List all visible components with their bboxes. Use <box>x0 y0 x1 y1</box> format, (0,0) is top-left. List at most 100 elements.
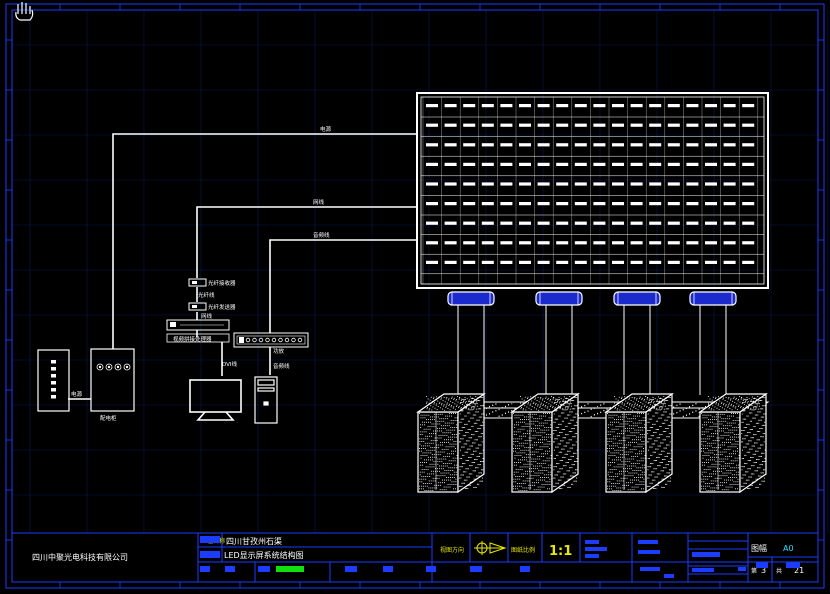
cabinet-breaker <box>51 381 56 385</box>
title-block-cell-fill <box>692 568 714 572</box>
led-cabinet <box>723 260 736 264</box>
led-cabinet <box>649 260 662 264</box>
led-cabinet <box>481 241 494 245</box>
concrete-pillar <box>698 392 768 494</box>
led-cabinet <box>444 221 457 225</box>
led-cabinet <box>612 123 624 127</box>
led-cabinet <box>537 241 550 245</box>
led-cabinet <box>612 241 624 245</box>
led-cabinet <box>630 143 643 147</box>
led-cabinet <box>723 182 736 186</box>
led-cabinet <box>556 241 569 245</box>
hand-cursor-icon[interactable] <box>15 2 34 21</box>
cabinet-breaker <box>51 367 56 371</box>
sheet-size-label: 图幅 <box>751 543 767 553</box>
fiber-line-label: 光纤线 <box>198 291 215 299</box>
led-cabinet <box>742 123 755 127</box>
led-cabinet <box>649 221 662 225</box>
led-cabinet <box>500 182 513 186</box>
led-cabinet <box>481 143 494 147</box>
video-processor-label: 视频拼接处理器 <box>173 335 212 343</box>
title-block-cell-fill <box>345 566 357 572</box>
led-cabinet <box>593 182 606 186</box>
led-cabinet <box>519 241 531 245</box>
led-cabinet <box>667 221 680 225</box>
led-cabinet <box>630 241 643 245</box>
led-cabinet <box>686 221 699 225</box>
cabinet-meter <box>123 363 131 371</box>
title-block-cell-fill <box>585 554 599 558</box>
led-cabinet <box>574 123 587 127</box>
led-cabinet <box>667 162 680 166</box>
title-block-cell-fill <box>756 562 768 568</box>
led-cabinet <box>537 202 550 206</box>
audio-line-label: 音频线 <box>313 231 330 239</box>
signal-wires <box>68 133 417 400</box>
led-cabinet <box>593 104 606 108</box>
speaker-box <box>447 291 495 306</box>
led-cabinet <box>593 221 606 225</box>
led-cabinet <box>481 123 494 127</box>
led-cabinet <box>444 260 457 264</box>
led-cabinet <box>686 182 699 186</box>
led-cabinet <box>574 162 587 166</box>
led-cabinet <box>686 202 699 206</box>
led-cabinet <box>444 143 457 147</box>
computer-tower-icon <box>254 376 278 424</box>
led-cabinet <box>705 162 717 166</box>
network-wire <box>196 206 417 278</box>
led-cabinet <box>742 241 755 245</box>
led-cabinet <box>742 202 755 206</box>
led-cabinet <box>481 162 494 166</box>
led-cabinet <box>556 182 569 186</box>
led-cabinet <box>574 202 587 206</box>
view-direction-symbol <box>474 541 507 555</box>
cabinet-meter <box>105 363 113 371</box>
led-cabinet <box>426 143 438 147</box>
led-cabinet <box>463 123 476 127</box>
led-cabinet <box>481 221 494 225</box>
led-cabinet <box>686 104 699 108</box>
led-cabinet <box>537 143 550 147</box>
led-cabinet <box>556 221 569 225</box>
led-cabinet <box>463 260 476 264</box>
led-cabinet <box>444 241 457 245</box>
led-cabinet <box>444 162 457 166</box>
title-block-cell-fill <box>200 566 210 572</box>
led-cabinet <box>593 162 606 166</box>
led-cabinet <box>723 143 736 147</box>
led-cabinet <box>463 241 476 245</box>
led-cabinet <box>630 182 643 186</box>
amp-knob <box>271 337 277 343</box>
title-block-cell-fill <box>470 566 482 572</box>
fiber-receiver-label: 光纤接收器 <box>208 279 236 287</box>
led-cabinet <box>667 123 680 127</box>
support-pillars <box>416 392 770 494</box>
led-cabinet <box>705 104 717 108</box>
dvi-line-label: DVI线 <box>222 360 238 368</box>
led-cabinet <box>444 104 457 108</box>
title-block-cell-fill <box>738 567 746 571</box>
title-block-cell-fill <box>692 552 720 557</box>
title-block-cell-fill <box>664 574 674 578</box>
led-cabinet <box>593 123 606 127</box>
amp-knob <box>258 337 264 343</box>
fiber-sender-label: 光纤发送器 <box>208 303 236 311</box>
led-cabinet <box>574 104 587 108</box>
speaker-box <box>613 291 661 306</box>
led-cabinet <box>500 221 513 225</box>
led-cabinet <box>742 143 755 147</box>
led-cabinet <box>519 162 531 166</box>
cabinet-breaker <box>51 374 56 378</box>
sheet-size-value: A0 <box>783 544 794 553</box>
title-block-fills <box>200 536 800 578</box>
led-cabinet <box>574 241 587 245</box>
led-cabinet <box>723 241 736 245</box>
led-cabinet <box>444 123 457 127</box>
title-block-cell-fill <box>383 566 393 572</box>
led-cabinet <box>630 260 643 264</box>
sheet-number: 3 <box>761 566 766 575</box>
scale-value: 1:1 <box>549 544 572 559</box>
led-cabinet <box>593 143 606 147</box>
